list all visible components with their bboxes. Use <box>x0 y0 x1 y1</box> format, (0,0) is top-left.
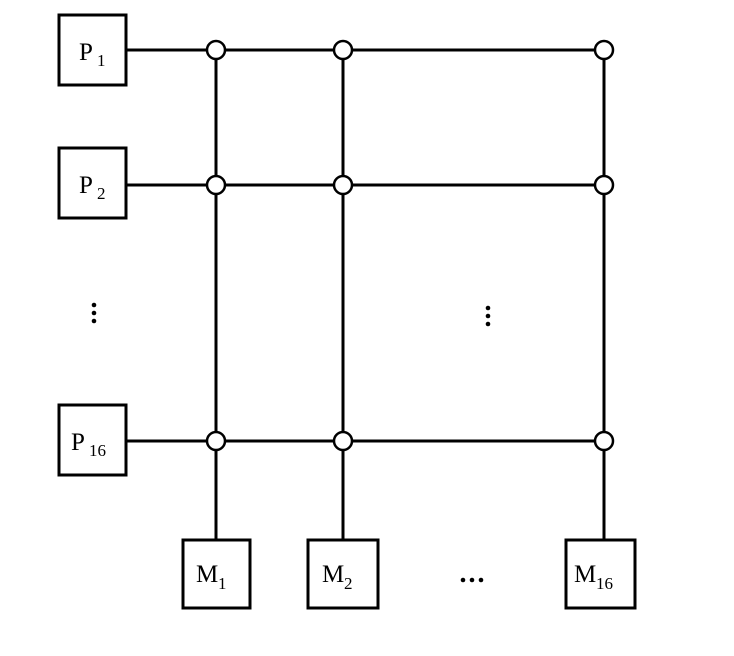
memory-box <box>564 538 637 610</box>
crossbar-ellipsis <box>485 305 491 327</box>
memory-box <box>306 538 380 610</box>
processor-letter: P <box>79 172 93 199</box>
memory-node-2: M 2 <box>306 538 380 610</box>
crosspoint-switch <box>205 39 227 61</box>
processor-node-16: P 16 <box>57 403 128 477</box>
memory-letter: M <box>196 561 218 588</box>
crosspoint-switch <box>593 430 615 452</box>
processor-index: 16 <box>89 441 106 460</box>
memory-index: 16 <box>596 574 613 593</box>
memory-letter: M <box>574 561 596 588</box>
processor-box <box>57 146 128 220</box>
memory-index: 2 <box>344 574 353 593</box>
crosspoint-switch <box>332 39 354 61</box>
processor-node-1: P 1 <box>57 13 128 87</box>
memory-index: 1 <box>218 574 227 593</box>
crosspoint-switch <box>332 430 354 452</box>
processor-box <box>57 403 128 477</box>
memory-box <box>181 538 252 610</box>
processor-node-2: P 2 <box>57 146 128 220</box>
processor-letter: P <box>71 429 85 456</box>
processor-letter: P <box>79 39 93 66</box>
crosspoint-switch <box>205 430 227 452</box>
memory-ellipsis <box>460 577 484 583</box>
processor-box <box>57 13 128 87</box>
crosspoint-switch <box>332 174 354 196</box>
crosspoint-switch <box>205 174 227 196</box>
processor-index: 1 <box>97 51 106 70</box>
processor-ellipsis <box>91 302 97 324</box>
memory-node-16: M 16 <box>564 538 637 610</box>
crosspoint-switch <box>593 39 615 61</box>
processor-index: 2 <box>97 184 106 203</box>
crosspoint-switch <box>593 174 615 196</box>
memory-letter: M <box>322 561 344 588</box>
memory-node-1: M 1 <box>181 538 252 610</box>
